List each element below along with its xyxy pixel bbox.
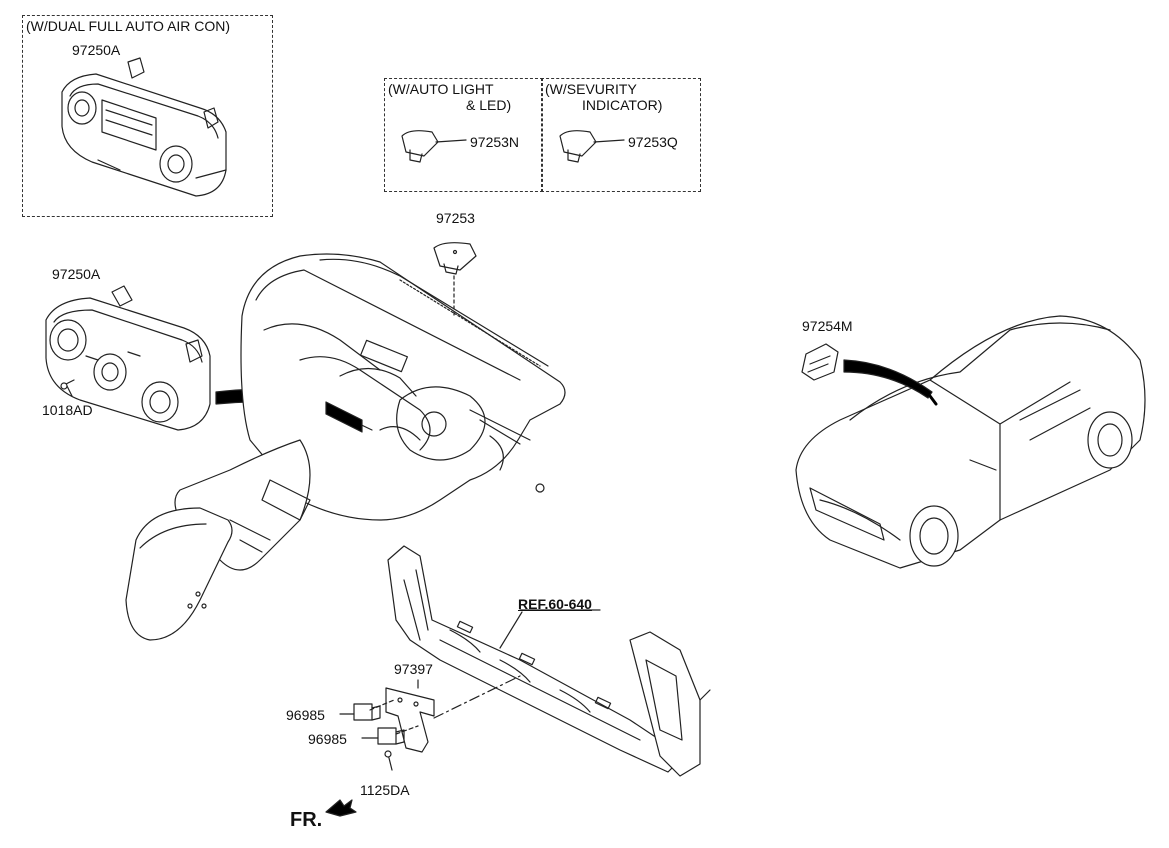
car-illustration	[795, 315, 1146, 569]
heater-control-unit	[45, 285, 211, 431]
screw-1018ad-label: 1018AD	[42, 402, 93, 418]
photo-sensor	[433, 242, 477, 319]
dual-auto-control-unit	[61, 57, 227, 197]
bracket-97397	[385, 679, 435, 753]
pointer-arrow-right	[843, 359, 933, 399]
ambient-sensor	[801, 343, 839, 381]
security-option-box	[541, 78, 701, 192]
dual-auto-box-title: (W/DUAL FULL AUTO AIR CON)	[26, 18, 231, 34]
sensor-97253n	[401, 130, 467, 163]
cowl-cross-member	[387, 545, 711, 777]
dual-auto-part-number: 97250A	[72, 42, 121, 58]
bracket-part-number: 97397	[394, 661, 433, 677]
screw-1125da-label: 1125DA	[360, 782, 410, 798]
screw-1125da	[384, 750, 393, 771]
front-arrow	[325, 799, 357, 817]
connector-96985-b	[361, 727, 405, 745]
auto-light-option-box	[384, 78, 543, 192]
connector-a-part-number: 96985	[286, 707, 325, 723]
security-box-title-1: (W/SEVURITY	[545, 81, 637, 97]
dashboard-assembly	[125, 253, 566, 641]
ambient-sensor-part-number: 97254M	[802, 318, 853, 334]
security-box-title-2: INDICATOR)	[582, 97, 663, 113]
auto-light-box-title-1: (W/AUTO LIGHT	[388, 81, 494, 97]
front-marker-label: FR.	[290, 809, 323, 831]
security-part-number: 97253Q	[628, 134, 678, 150]
connector-b-part-number: 96985	[308, 731, 347, 747]
connector-96985-a	[339, 703, 381, 721]
sensor-97253q	[559, 130, 625, 163]
ref-label: REF.60-640	[518, 596, 592, 612]
auto-light-box-title-2: & LED)	[466, 97, 512, 113]
ref-leader	[499, 611, 523, 649]
photo-sensor-part-number: 97253	[436, 210, 475, 226]
screw-1018ad	[60, 379, 75, 397]
heater-control-part-number: 97250A	[52, 266, 101, 282]
dual-auto-option-box	[22, 15, 273, 217]
auto-light-part-number: 97253N	[470, 134, 520, 150]
